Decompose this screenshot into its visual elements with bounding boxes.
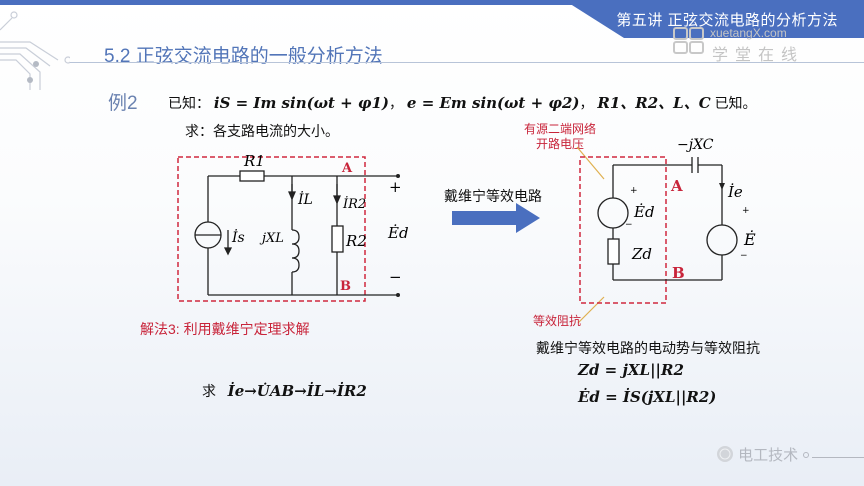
label-r2: R2 (345, 232, 367, 250)
label-jxl: jXL (259, 231, 284, 246)
node-a-right: A (670, 177, 683, 195)
e-minus: − (740, 251, 748, 261)
note-equivalent-impedance: 等效阻抗 (533, 314, 582, 328)
ed-plus: + (630, 186, 638, 196)
known-components: R1、R2、L、C (597, 94, 711, 112)
xuetangx-logo-icon (673, 27, 704, 54)
e-plus: + (742, 206, 750, 216)
label-il: İL (297, 190, 313, 208)
footer-brand: 电工技术 (716, 444, 810, 465)
watermark-url: xuetangX.com (710, 26, 787, 40)
thevenin-description: 戴维宁等效电路的电动势与等效阻抗 (536, 340, 760, 356)
solution-sequence: 求 İe→U̇AB→İL→İR2 (202, 381, 367, 401)
label-is: İs (231, 228, 245, 246)
footer-line (812, 457, 864, 458)
label-jxc: −jXC (677, 137, 714, 153)
lecture-title: 第五讲 正弦交流电路的分析方法 (616, 12, 838, 29)
terminal-minus: − (389, 268, 402, 286)
terminal-plus: + (389, 178, 402, 196)
label-zd: Zd (631, 245, 652, 263)
ed-minus: − (625, 220, 633, 230)
circuit-decoration-icon (0, 11, 70, 90)
label-ed: Ėd (387, 224, 409, 242)
thevenin-circuit-diagram: + − + − −jXC A B Ėd Zd İe Ė (576, 137, 756, 324)
note-open-circuit-voltage: 有源二端网络 开路电压 (524, 122, 597, 151)
label-e: Ė (743, 229, 756, 249)
brand-seal-icon (717, 446, 733, 462)
thevenin-arrow-label: 戴维宁等效电路 (444, 188, 542, 204)
label-ir2: İR2 (342, 195, 366, 212)
question: 求：各支路电流的大小。 (185, 123, 339, 139)
node-b-right: B (672, 264, 685, 282)
top-accent-bar (0, 0, 864, 5)
example-label: 例2 (108, 93, 138, 114)
label-ed-right: Ėd (633, 203, 655, 221)
lecture-banner (564, 0, 864, 38)
known-conditions: 已知： iS = Im sin(ωt + φ1)， e = Em sin(ωt … (168, 94, 757, 112)
solution-method: 解法3: 利用戴维宁定理求解 (140, 321, 310, 337)
formula-zd: Zd = jXL||R2 (578, 361, 684, 379)
node-b: B (340, 279, 351, 294)
title-divider (70, 62, 864, 63)
right-arrow-icon (452, 203, 540, 233)
original-circuit-diagram: R1 İL İR2 jXL R2 İs A B + − Ėd (177, 152, 409, 302)
seek-prefix: 求 (202, 383, 216, 399)
label-r1: R1 (243, 152, 265, 170)
footer-dot-icon (803, 452, 810, 458)
section-title: 5.2 正弦交流电路的一般分析方法 (104, 46, 383, 67)
known-formula-e: e = Em sin(ωt + φ2) (406, 94, 580, 112)
node-a: A (341, 161, 353, 176)
known-formula-is: iS = Im sin(ωt + φ1) (213, 94, 390, 112)
known-suffix: 已知。 (714, 95, 757, 111)
formula-ed: Ėd = İS(jXL||R2) (578, 388, 717, 406)
seek-chain: İe→U̇AB→İL→İR2 (227, 382, 367, 400)
watermark-cn: 学堂在线 (712, 47, 805, 64)
known-prefix: 已知： (168, 95, 210, 111)
label-ie: İe (727, 183, 743, 201)
